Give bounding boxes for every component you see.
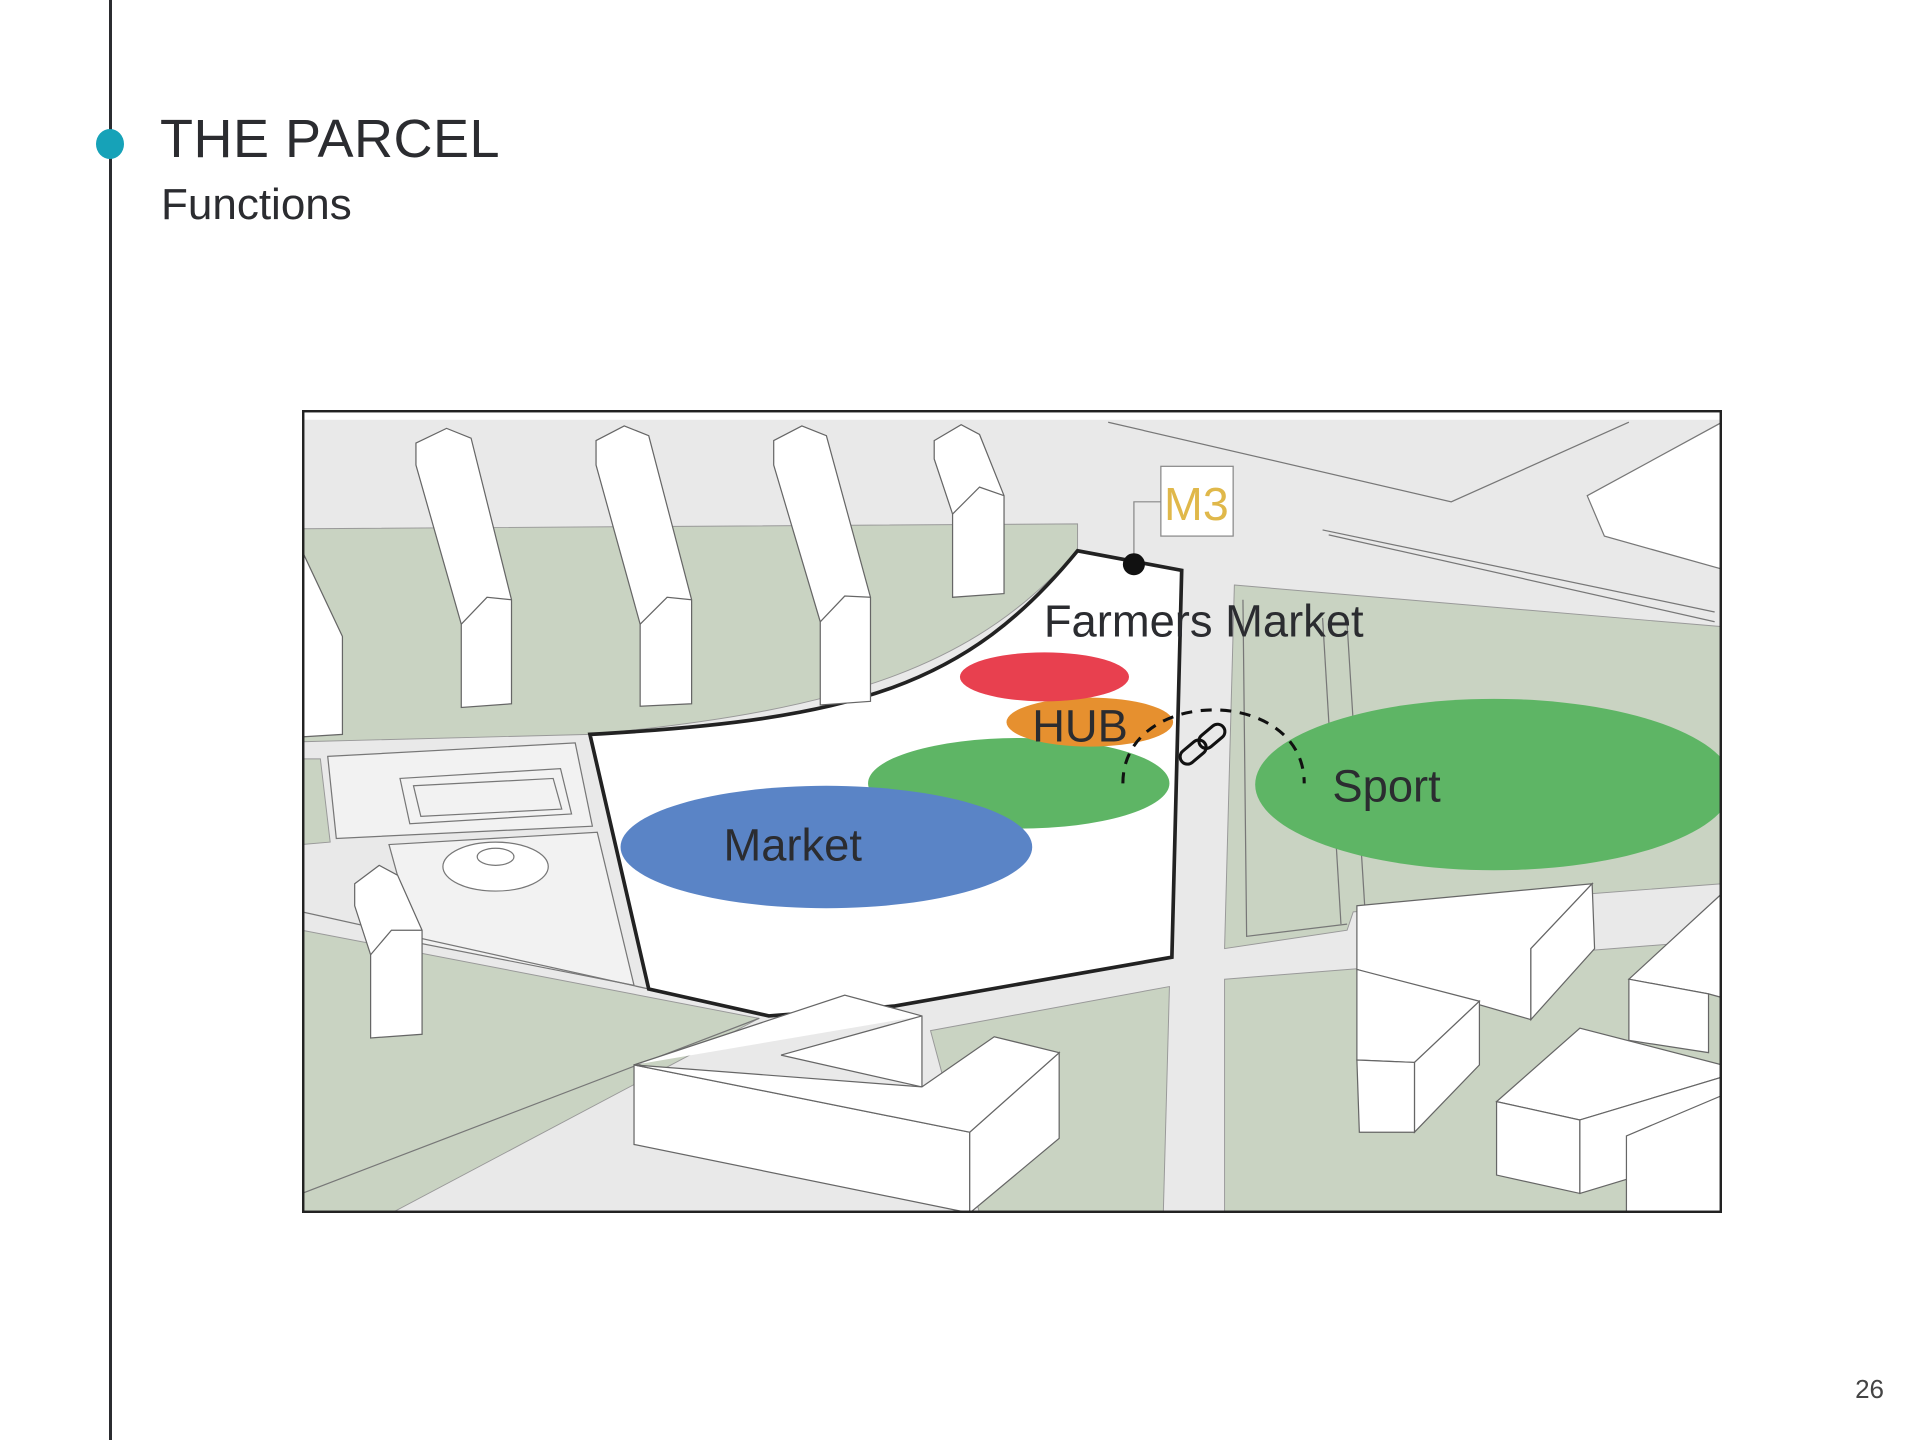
timeline-line: [109, 0, 112, 1440]
parcel-map: M3 Farmers Market HUB Market Sport: [302, 410, 1722, 1213]
metro-label: M3: [1164, 478, 1229, 530]
sport-label: Sport: [1332, 761, 1441, 812]
connection-arc: [1121, 708, 1306, 784]
sport-zone: [1255, 698, 1722, 871]
page-title: THE PARCEL: [160, 109, 501, 169]
farmers-market-label: Farmers Market: [1044, 595, 1364, 646]
timeline-dot: [96, 129, 124, 159]
link-icon: [1178, 722, 1227, 766]
market-label: Market: [723, 819, 862, 870]
page-subtitle: Functions: [161, 180, 352, 229]
market-zone: [620, 785, 1033, 909]
page-number: 26: [1855, 1374, 1884, 1404]
farmers-market-zone: [959, 652, 1130, 702]
park-square: [327, 742, 635, 987]
metro-stop-dot: [1122, 553, 1145, 576]
metro-label-box: [1160, 465, 1234, 537]
hub-label: HUB: [1032, 701, 1128, 752]
buildings: [302, 423, 1722, 1213]
hub-zone: [1006, 697, 1174, 747]
